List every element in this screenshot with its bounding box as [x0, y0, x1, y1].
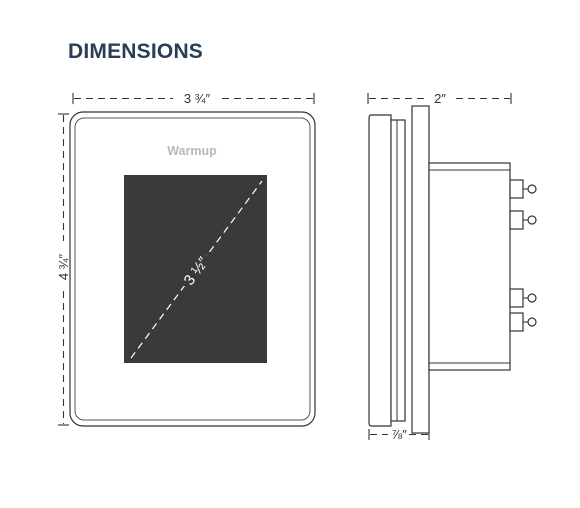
page-title: DIMENSIONS	[68, 40, 203, 63]
height-label: 4 ¾″	[56, 253, 71, 280]
width-dimension-line	[72, 93, 315, 104]
faceplate-inner-bezel	[74, 117, 311, 421]
brand-logo: Warmup	[167, 144, 217, 158]
side-faceplate	[368, 114, 392, 427]
plate-thickness-dimension-line	[368, 429, 430, 440]
width-label: 3 ¾″	[184, 91, 211, 106]
height-dimension-line	[58, 113, 69, 426]
connector-pin	[509, 179, 537, 199]
connector-pin	[509, 312, 537, 332]
connector-pin	[509, 288, 537, 308]
side-view: 2″	[367, 91, 537, 442]
depth-dimension-line	[367, 93, 512, 104]
side-bezel	[390, 119, 406, 422]
depth-label: 2″	[434, 91, 446, 106]
front-view: 3 ¾″ 4 ¾″ Warmup 3 ½″	[56, 91, 316, 427]
side-housing	[428, 162, 511, 371]
connector-pin	[509, 210, 537, 230]
side-back-plate	[411, 105, 430, 434]
plate-thickness-label: ⅞″	[391, 427, 407, 442]
